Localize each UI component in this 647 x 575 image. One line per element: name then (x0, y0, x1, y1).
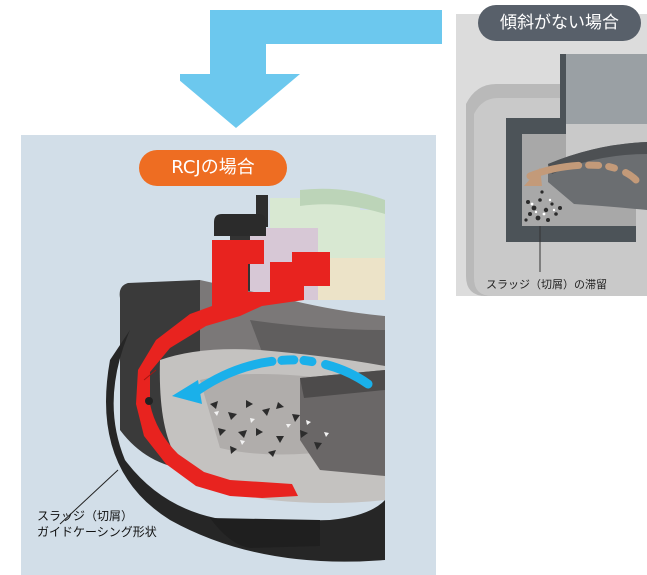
flow-arrow (180, 10, 442, 128)
callout-line-1: スラッジ（切屑） (37, 509, 134, 523)
no-slope-badge: 傾斜がない場合 (478, 5, 641, 41)
sludge-stagnation-caption: スラッジ（切屑）の滞留 (486, 278, 607, 291)
compare-panel (456, 14, 647, 296)
rcj-badge: RCJの場合 (139, 150, 287, 186)
no-slope-illustration (466, 54, 647, 296)
rcj-cross-section (59, 188, 385, 562)
rcj-panel (21, 135, 436, 575)
guide-casing-callout: スラッジ（切屑） ガイドケーシング形状 (37, 508, 157, 540)
callout-line-2: ガイドケーシング形状 (37, 525, 157, 539)
